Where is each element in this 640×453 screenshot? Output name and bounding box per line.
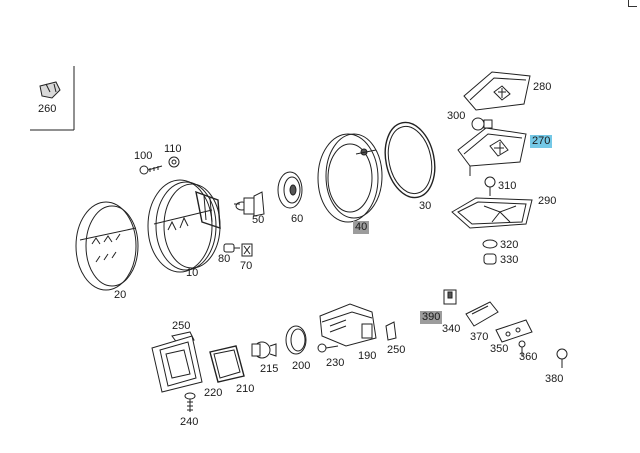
label-230[interactable]: 230 bbox=[326, 357, 345, 369]
part-200-lens[interactable] bbox=[285, 325, 307, 355]
label-300[interactable]: 300 bbox=[447, 110, 466, 122]
part-290-base-plate[interactable] bbox=[451, 197, 533, 229]
label-360[interactable]: 360 bbox=[519, 351, 538, 363]
label-10[interactable]: 10 bbox=[186, 267, 199, 279]
part-20-headlight-lens[interactable] bbox=[75, 201, 139, 291]
part-360-screw[interactable] bbox=[518, 340, 526, 356]
label-210[interactable]: 210 bbox=[236, 383, 255, 395]
part-250-clip-right[interactable] bbox=[385, 321, 397, 341]
part-30-gasket[interactable] bbox=[379, 118, 442, 202]
part-215-bulb[interactable] bbox=[251, 341, 277, 359]
label-60[interactable]: 60 bbox=[291, 213, 304, 225]
part-70-socket[interactable] bbox=[241, 243, 253, 257]
part-190-fog-lamp-housing[interactable] bbox=[319, 303, 377, 347]
part-220-frame[interactable] bbox=[151, 335, 203, 393]
part-280-lens-cover[interactable] bbox=[463, 71, 531, 111]
label-20[interactable]: 20 bbox=[114, 289, 127, 301]
part-240-screw[interactable] bbox=[184, 392, 196, 412]
part-80-small-bulb[interactable] bbox=[223, 243, 240, 253]
label-240[interactable]: 240 bbox=[180, 416, 199, 428]
part-260-clip[interactable] bbox=[30, 66, 75, 131]
part-330-grommet[interactable] bbox=[483, 253, 497, 265]
part-40-ring[interactable] bbox=[317, 133, 383, 223]
part-380-screw[interactable] bbox=[556, 348, 568, 368]
label-250-top[interactable]: 250 bbox=[172, 320, 191, 332]
label-30[interactable]: 30 bbox=[419, 200, 432, 212]
part-340-connector[interactable] bbox=[443, 289, 457, 305]
part-230-screw[interactable] bbox=[317, 343, 339, 353]
label-50[interactable]: 50 bbox=[252, 214, 265, 226]
label-320[interactable]: 320 bbox=[500, 239, 519, 251]
label-280[interactable]: 280 bbox=[533, 81, 552, 93]
label-290[interactable]: 290 bbox=[538, 195, 557, 207]
label-40[interactable]: 40 bbox=[353, 221, 370, 234]
label-80[interactable]: 80 bbox=[218, 253, 231, 265]
label-190[interactable]: 190 bbox=[358, 350, 377, 362]
part-110-nut[interactable] bbox=[168, 156, 180, 168]
part-210-gasket[interactable] bbox=[209, 345, 245, 383]
part-320-grommet[interactable] bbox=[482, 239, 498, 249]
label-250-right[interactable]: 250 bbox=[387, 344, 406, 356]
part-350-plate[interactable] bbox=[495, 319, 533, 343]
label-220[interactable]: 220 bbox=[204, 387, 223, 399]
part-270-housing[interactable] bbox=[457, 127, 527, 176]
part-50-bulb[interactable] bbox=[234, 191, 265, 217]
part-370-side-lamp[interactable] bbox=[465, 301, 499, 327]
label-215[interactable]: 215 bbox=[260, 363, 279, 375]
label-270[interactable]: 270 bbox=[530, 135, 553, 148]
part-100-screw[interactable] bbox=[139, 165, 163, 175]
label-380[interactable]: 380 bbox=[545, 373, 564, 385]
label-370[interactable]: 370 bbox=[470, 331, 489, 343]
label-390[interactable]: 390 bbox=[420, 311, 443, 324]
label-310[interactable]: 310 bbox=[498, 180, 517, 192]
label-110[interactable]: 110 bbox=[164, 143, 182, 155]
label-350[interactable]: 350 bbox=[490, 343, 509, 355]
label-330[interactable]: 330 bbox=[500, 254, 519, 266]
label-100[interactable]: 100 bbox=[134, 150, 153, 162]
label-260[interactable]: 260 bbox=[38, 103, 57, 115]
label-70[interactable]: 70 bbox=[240, 260, 253, 272]
part-60-cap[interactable] bbox=[277, 171, 303, 209]
label-200[interactable]: 200 bbox=[292, 360, 311, 372]
part-310-screw[interactable] bbox=[484, 176, 496, 196]
corner-mark bbox=[628, 0, 637, 7]
part-10-headlight-unit[interactable] bbox=[147, 179, 221, 273]
label-340[interactable]: 340 bbox=[442, 323, 461, 335]
